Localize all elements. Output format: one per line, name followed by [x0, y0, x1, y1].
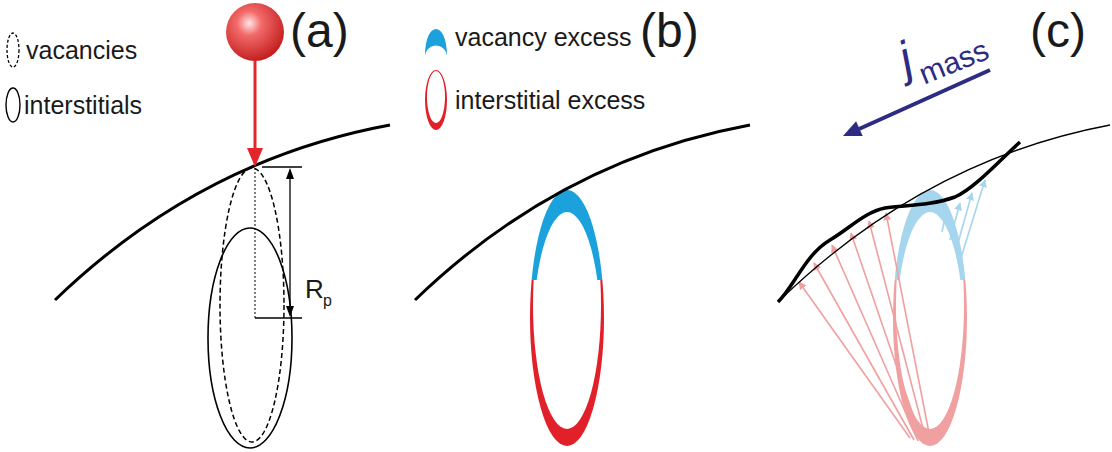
legend-dashed-ellipse: [7, 33, 19, 67]
crescent-hollow: [533, 280, 601, 429]
dimension-arrowhead: [286, 168, 294, 179]
panel-letter: (b): [640, 2, 699, 60]
mass-flux-arrowhead: [843, 121, 863, 136]
crescent-hollow: [896, 212, 964, 280]
panel-b-drawing: [415, 125, 750, 452]
flux-subscript: mass: [914, 32, 994, 92]
legend-text: interstitial excess: [455, 85, 645, 115]
vacancy-ellipse: [220, 168, 284, 442]
surface-line: [415, 125, 750, 300]
axis-line: [255, 168, 256, 318]
dimension-line: [289, 176, 290, 309]
panel-c-drawing: [778, 70, 1110, 452]
dimension-subscript: p: [323, 291, 332, 310]
panel-letter: (a): [290, 2, 349, 60]
crescent-hollow: [533, 212, 601, 280]
ion-ball: [226, 3, 284, 61]
crescent-hollow: [896, 280, 964, 429]
surface-line: [55, 125, 390, 300]
ion-arrowhead: [247, 148, 263, 167]
legend-text: vacancies: [26, 35, 137, 65]
dimension-tick: [262, 166, 302, 167]
dimension-symbol: R: [305, 274, 324, 305]
legend-swatch: [425, 70, 447, 130]
panel-letter: (c): [1030, 2, 1086, 60]
ion-arrow: [254, 61, 257, 150]
legend-solid-ellipse: [6, 88, 20, 122]
dimension-arrowhead: [286, 306, 294, 317]
legend-swatch: [425, 29, 447, 56]
legend-text: interstitials: [24, 90, 142, 120]
panel-a-drawing: [55, 3, 390, 448]
dimension-tick: [255, 317, 302, 318]
original-surface-line: [780, 125, 1110, 300]
legend-text: vacancy excess: [455, 22, 631, 52]
deformed-surface-line: [778, 142, 1020, 302]
